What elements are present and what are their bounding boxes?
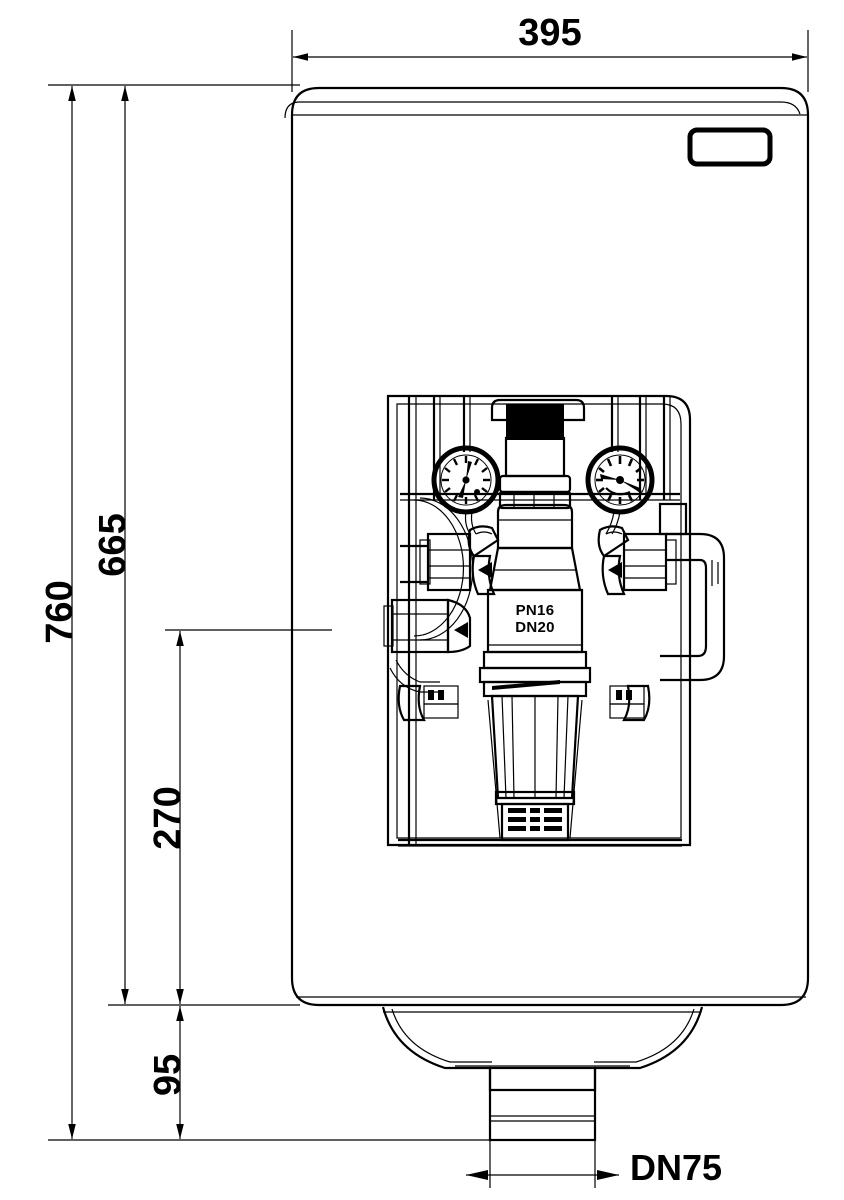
- funnel-inner-right: [594, 1008, 695, 1063]
- lower-fitting-neck: [446, 598, 472, 654]
- drain-funnel: [381, 1006, 704, 1092]
- manifold-cap: [490, 398, 586, 422]
- nameplate-outline[interactable]: [687, 127, 773, 167]
- gauge-left-hub: [462, 476, 470, 484]
- lower-left-fitting: [383, 598, 472, 654]
- flow-arrow-left: [478, 562, 492, 578]
- valve-label-dn: DN20: [515, 619, 555, 636]
- drain-body-right: [622, 684, 651, 722]
- drain-piping-left: [389, 659, 459, 722]
- drain-body-left: [397, 684, 426, 722]
- strainer-cone-ribs: [501, 695, 569, 799]
- cabinet-left-edge-inner: [291, 115, 320, 1006]
- gauge-left-needle-tail: [458, 480, 466, 498]
- gauge-left-stem-2: [470, 511, 477, 535]
- background-arc-inner: [413, 499, 465, 637]
- gauge-left-needle: [466, 461, 472, 480]
- union-nut-left: [426, 532, 472, 592]
- dimension-label-overall-height: 760: [39, 580, 81, 643]
- dimension-height-665: 665: [92, 86, 300, 1006]
- product-label-badge[interactable]: [687, 127, 773, 167]
- dimension-height-760: 760: [39, 84, 520, 1141]
- dimension-label-outlet-size: DN75: [630, 1147, 722, 1188]
- drain-piping-right: [609, 684, 651, 722]
- gauge-left-ticks: [442, 456, 490, 504]
- dimension-height-95: 95: [147, 1006, 189, 1139]
- vertical-rails: [407, 396, 671, 845]
- dimension-width-395: 395: [291, 12, 809, 92]
- assembly-frame: [386, 394, 692, 847]
- pressure-gauge-right[interactable]: [585, 445, 655, 535]
- strainer-mesh: [508, 808, 562, 831]
- gauge-right-needle-tail: [620, 480, 640, 492]
- dimension-label-cabinet-height: 665: [92, 513, 134, 576]
- gauge-right-scale-arc: [605, 487, 631, 496]
- shutoff-handle-left[interactable]: [400, 525, 500, 596]
- drain-fitting-right-2: [609, 703, 645, 719]
- pressure-gauge-left[interactable]: [431, 445, 501, 535]
- gauge-right-hub: [616, 476, 624, 484]
- handle-left-detail: [475, 531, 493, 535]
- bypass-pipe-loop: [658, 502, 726, 682]
- internal-assembly: PN16 DN20: [383, 394, 726, 847]
- strainer-top-mark: [492, 680, 560, 690]
- gauge-right-dial: [594, 454, 646, 506]
- solid-block-fitting: [506, 404, 564, 440]
- gauge-right-stem: [605, 511, 615, 535]
- funnel-outer: [381, 1006, 704, 1092]
- bypass-outer: [660, 532, 726, 682]
- drain-fitting-left-2: [423, 703, 459, 719]
- outlet-pipe-dn75: [488, 1066, 597, 1142]
- valve-label-pn: PN16: [516, 602, 555, 619]
- outlet-pipe-body: [488, 1066, 597, 1142]
- flow-arrow-right: [608, 562, 622, 578]
- shutoff-handle-right[interactable]: [597, 525, 677, 596]
- handle-left-lever[interactable]: [467, 525, 500, 558]
- valve-upper-body: [496, 503, 574, 550]
- upper-manifold: [490, 398, 586, 494]
- dn75-arrow-left: [466, 1170, 488, 1180]
- bypass-inner: [660, 558, 708, 658]
- backflow-preventer-valve-body: PN16 DN20: [478, 490, 592, 684]
- handle-right-detail: [605, 531, 623, 535]
- dn75-arrow-right: [597, 1170, 619, 1180]
- drain-port-left-2: [438, 690, 444, 700]
- union-nut-left-ring: [419, 539, 431, 585]
- cabinet-lid-seam: [284, 101, 801, 119]
- dimension-height-270: 270: [147, 629, 332, 1004]
- union-nut-right-ring: [665, 539, 677, 585]
- dimension-outlet-dn75: DN75: [466, 1140, 722, 1188]
- gauge-left-dial: [440, 454, 492, 506]
- flow-arrow-lower: [454, 622, 468, 638]
- valve-top-flange: [498, 490, 572, 510]
- dimension-label-mid-height: 270: [147, 786, 189, 849]
- funnel-inner-left: [391, 1008, 492, 1063]
- strainer-cone: [490, 694, 580, 800]
- drain-port-right-1: [616, 690, 622, 700]
- drain-port-left-1: [428, 690, 434, 700]
- drain-elbow-left: [395, 659, 440, 683]
- handle-right-lever[interactable]: [597, 525, 630, 558]
- gauge-left-mark: [474, 489, 480, 495]
- bypass-top-fitting: [658, 502, 688, 536]
- enclosure-housing: [284, 86, 810, 1007]
- lower-fitting-ring: [383, 605, 394, 647]
- gauge-right-needle: [600, 474, 620, 480]
- dimension-label-outlet-height: 95: [147, 1054, 189, 1096]
- dimension-label-width: 395: [518, 12, 581, 54]
